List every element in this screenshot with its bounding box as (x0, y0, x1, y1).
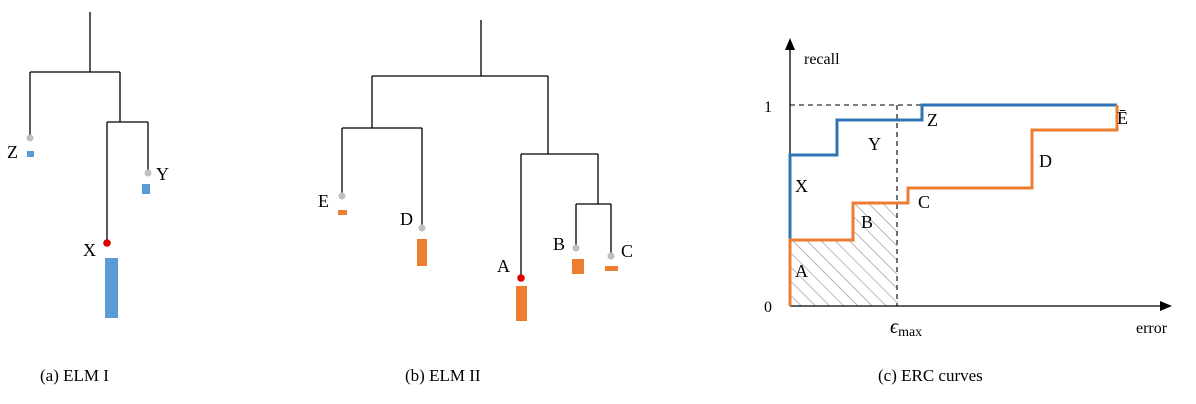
tick-zero: 0 (764, 299, 772, 316)
label-d: D (400, 209, 413, 229)
erc-curve-elm1 (788, 103, 1117, 306)
leaf-node-c (607, 252, 615, 260)
step-label-y: Y (868, 134, 881, 154)
y-axis-label: recall (804, 51, 840, 68)
panel-elm-1: Z Y X (a) ELM I (7, 12, 169, 385)
erc-curve-elm2 (788, 105, 1119, 306)
bar-e (338, 210, 347, 215)
x-axis-arrow (1160, 301, 1172, 311)
step-label-c: C (918, 192, 930, 212)
leaf-node-e (338, 192, 346, 200)
label-x: X (83, 240, 96, 260)
label-a: A (497, 256, 510, 276)
label-c: C (621, 241, 633, 261)
bar-b (572, 259, 584, 274)
leaf-node-d (418, 224, 426, 232)
elm1-dendrogram (29, 12, 149, 243)
caption-c: (c) ERC curves (878, 366, 983, 385)
step-label-d: D (1039, 151, 1052, 171)
label-y: Y (156, 164, 169, 184)
leaf-node-a (517, 274, 525, 282)
step-label-b: B (861, 212, 873, 232)
bar-x (105, 258, 118, 318)
bar-y (142, 184, 150, 194)
bar-z (27, 151, 34, 157)
step-label-e: Ē (1117, 108, 1128, 128)
label-e: E (318, 191, 329, 211)
x-axis-label: error (1136, 320, 1168, 337)
bar-c (605, 266, 618, 271)
step-label-x: X (795, 176, 808, 196)
leaf-node-b (572, 244, 580, 252)
eps-max-label: ϵmax (890, 316, 922, 340)
leaf-node-z (26, 134, 34, 142)
bar-a (516, 286, 527, 321)
caption-a: (a) ELM I (40, 366, 109, 385)
bar-d (417, 239, 427, 266)
elm2-dendrogram (341, 20, 612, 278)
panel-erc-curves: recall error 1 0 ϵmax X Y Z A B C D Ē (c… (764, 38, 1172, 385)
y-axis-arrow (785, 38, 795, 50)
step-label-a: A (795, 261, 808, 281)
label-b: B (553, 234, 565, 254)
step-label-z: Z (927, 110, 938, 130)
hatched-area (790, 203, 897, 306)
caption-b: (b) ELM II (405, 366, 481, 385)
leaf-node-y (144, 169, 152, 177)
label-z: Z (7, 142, 18, 162)
tick-one: 1 (764, 99, 772, 116)
panel-elm-2: E D A B C (b) ELM II (318, 20, 633, 385)
leaf-node-x (103, 239, 111, 247)
